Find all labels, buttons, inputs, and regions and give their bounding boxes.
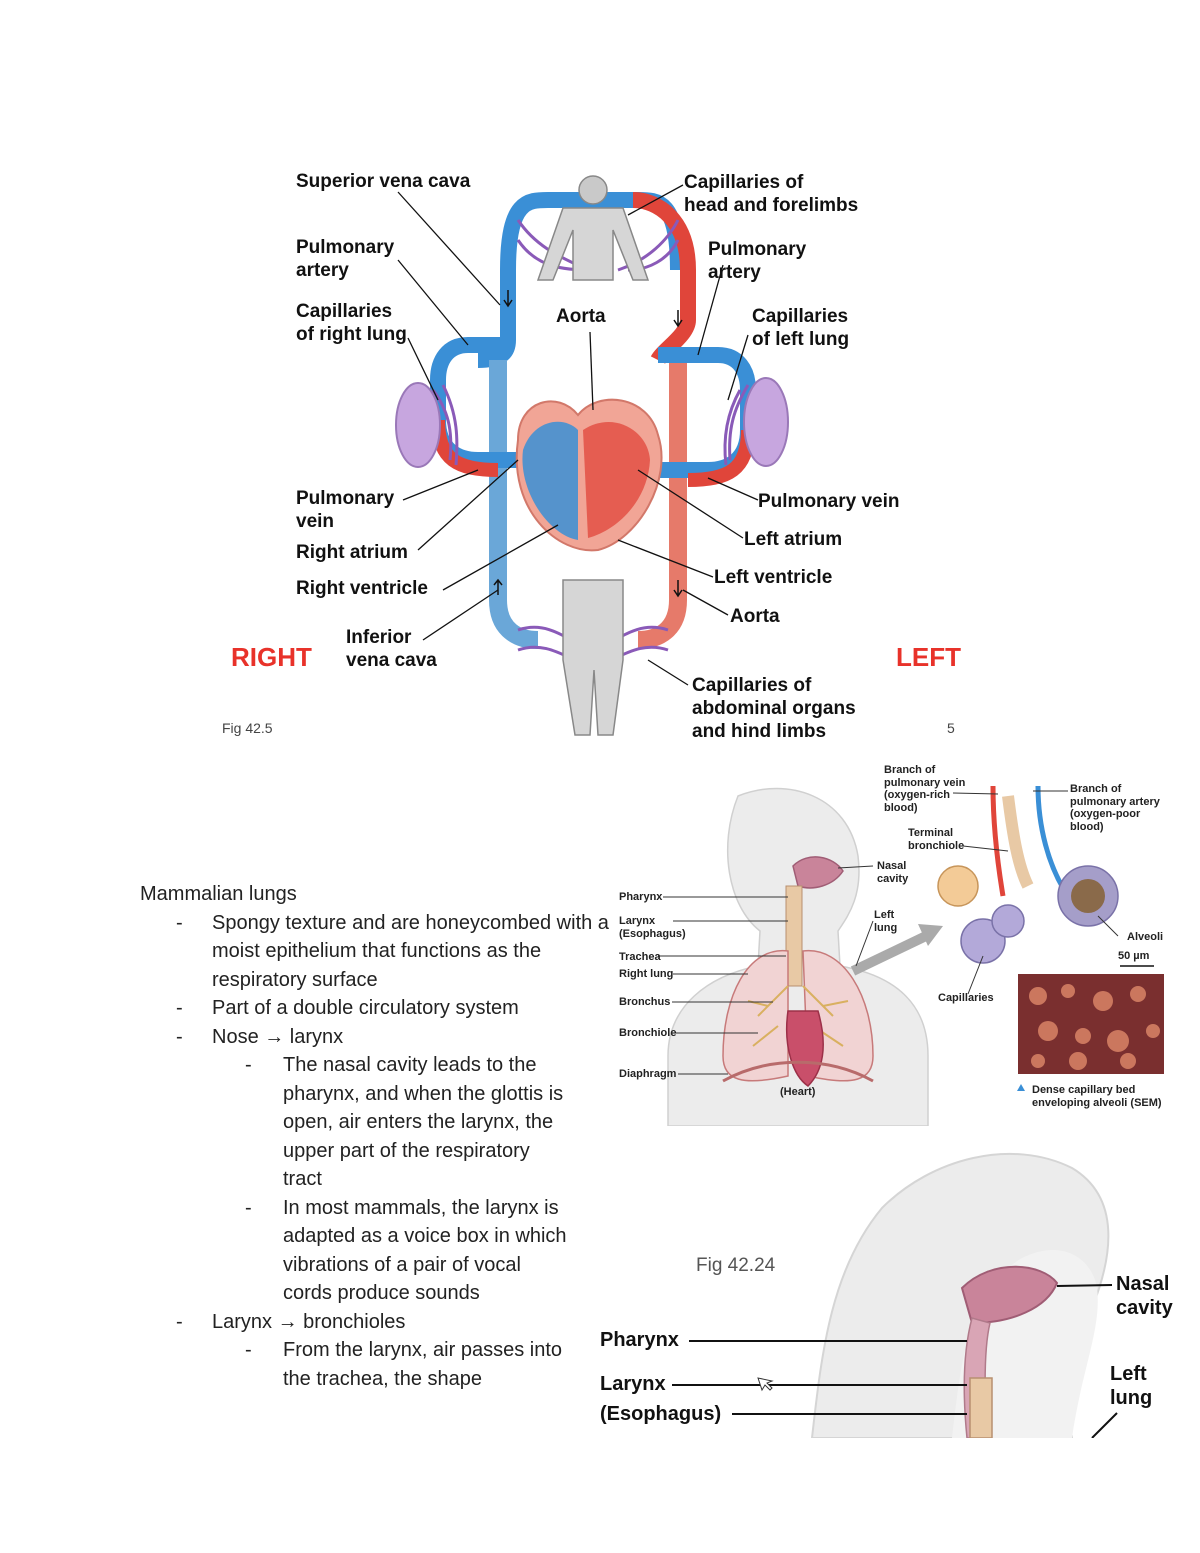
zoom-esophagus-label: (Esophagus) bbox=[600, 1403, 722, 1425]
nasal-cavity-label: Nasal cavity bbox=[877, 860, 909, 885]
list-item-text: In most mammals, the larynx is adapted a… bbox=[283, 1196, 567, 1305]
figure-number: Fig 42.5 bbox=[222, 720, 273, 736]
pharynx-label: Pharynx bbox=[619, 891, 663, 903]
list-item-text: Larynx → bronchioles bbox=[212, 1310, 406, 1333]
larynx-label: Larynx (Esophagus) bbox=[619, 915, 686, 940]
zoom-diagram bbox=[672, 1152, 1118, 1438]
bronchiole-label: Bronchiole bbox=[619, 1027, 677, 1039]
left-lung-label: Left lung bbox=[874, 909, 898, 934]
capillaries-abdominal-label: Capillaries of abdominal organs and hind… bbox=[692, 675, 856, 742]
aorta-bottom-label: Aorta bbox=[730, 606, 780, 627]
capillaries-left-lung-label: Capillaries of left lung bbox=[752, 306, 850, 350]
aorta-top-label: Aorta bbox=[556, 306, 606, 327]
diaphragm-label: Diaphragm bbox=[619, 1068, 677, 1080]
page-number: 5 bbox=[947, 720, 955, 736]
sem-caption: Dense capillary bed enveloping alveoli (… bbox=[1032, 1084, 1162, 1109]
pulmonary-artery-right-label: Pulmonary artery bbox=[296, 237, 395, 281]
nasal-cavity-shape bbox=[960, 1265, 1059, 1325]
sub-list-item: - In most mammals, the larynx is adapted … bbox=[140, 1194, 573, 1308]
bullet-dash: - bbox=[176, 997, 183, 1019]
capillaries-right-lung-label: Capillaries of right lung bbox=[296, 301, 407, 345]
zoom-figure: Fig 42.24 Nasal cavity Pharynx Left lung… bbox=[592, 1148, 1184, 1438]
zoom-nasal-cavity-label: Nasal cavity bbox=[1116, 1273, 1173, 1319]
inferior-vena-cava-label: Inferior vena cava bbox=[346, 627, 437, 671]
list-item-text: Nose → larynx bbox=[212, 1025, 344, 1048]
notes-heading: Mammalian lungs bbox=[140, 883, 297, 905]
capillaries-label: Capillaries bbox=[938, 992, 994, 1004]
left-side-label: LEFT bbox=[896, 642, 961, 672]
pulmonary-vein-right-label: Pulmonary vein bbox=[296, 488, 395, 532]
branch-artery-label: Branch of pulmonary artery (oxygen-poor … bbox=[1070, 783, 1160, 833]
right-lung-label: Right lung bbox=[619, 968, 674, 980]
bullet-dash: - bbox=[245, 1196, 252, 1219]
list-item: - Part of a double circulatory system bbox=[140, 994, 610, 1023]
left-atrium-label: Left atrium bbox=[744, 529, 843, 550]
capillaries-head-label: Capillaries of head and forelimbs bbox=[684, 172, 859, 216]
bullet-dash: - bbox=[176, 1025, 183, 1048]
bullet-dash: - bbox=[245, 1339, 252, 1361]
list-item: - Spongy texture and are honeycombed with… bbox=[140, 909, 610, 995]
zoom-pharynx-label: Pharynx bbox=[600, 1329, 679, 1351]
scale-label: 50 µm bbox=[1118, 950, 1150, 962]
pulmonary-artery-left-label: Pulmonary artery bbox=[708, 239, 807, 283]
cursor-icon bbox=[757, 1377, 774, 1392]
bullet-dash: - bbox=[245, 1054, 252, 1076]
alveoli-label: Alveoli bbox=[1127, 931, 1164, 943]
superior-vena-cava-label: Superior vena cava bbox=[296, 171, 471, 192]
list-item-text: Spongy texture and are honeycombed with … bbox=[212, 911, 609, 991]
right-ventricle-label: Right ventricle bbox=[296, 578, 428, 599]
list-item-text: Part of a double circulatory system bbox=[212, 997, 519, 1019]
respiratory-diagram bbox=[658, 785, 1164, 1127]
notes-section: Mammalian lungs - Spongy texture and are … bbox=[140, 880, 610, 1393]
heart-label: (Heart) bbox=[780, 1086, 816, 1098]
respiratory-figure: Branch of pulmonary vein (oxygen-rich bl… bbox=[608, 756, 1170, 1127]
zoom-left-lung-label: Left lung bbox=[1110, 1363, 1153, 1409]
zoom-figure-number: Fig 42.24 bbox=[696, 1255, 776, 1276]
right-lung bbox=[395, 382, 441, 468]
bronchus-label: Bronchus bbox=[619, 996, 671, 1008]
pulmonary-vein-left-label: Pulmonary vein bbox=[758, 491, 900, 512]
list-item-text: The nasal cavity leads to the pharynx, a… bbox=[283, 1054, 564, 1190]
circulation-diagram bbox=[218, 160, 986, 750]
branch-vein-label: Branch of pulmonary vein (oxygen-rich bl… bbox=[884, 764, 966, 814]
zoom-larynx-label: Larynx bbox=[600, 1373, 666, 1395]
list-item: - Nose → larynx bbox=[140, 1023, 610, 1052]
trachea-label: Trachea bbox=[619, 951, 661, 963]
list-item: - Larynx → bronchioles bbox=[140, 1308, 610, 1337]
left-lung bbox=[743, 377, 789, 467]
right-side-label: RIGHT bbox=[231, 642, 312, 672]
left-ventricle-label: Left ventricle bbox=[714, 567, 833, 588]
bullet-dash: - bbox=[176, 1310, 183, 1333]
terminal-bronchiole-label: Terminal bronchiole bbox=[908, 827, 965, 852]
sub-list-item: - From the larynx, air passes into the tr… bbox=[140, 1336, 573, 1393]
sub-list-item: - The nasal cavity leads to the pharynx, … bbox=[140, 1051, 573, 1194]
list-item-text: From the larynx, air passes into the tra… bbox=[283, 1339, 562, 1390]
bullet-dash: - bbox=[176, 911, 183, 934]
circulation-figure: Superior vena cava Pulmonary artery Capi… bbox=[218, 160, 986, 750]
right-atrium-label: Right atrium bbox=[296, 542, 408, 563]
